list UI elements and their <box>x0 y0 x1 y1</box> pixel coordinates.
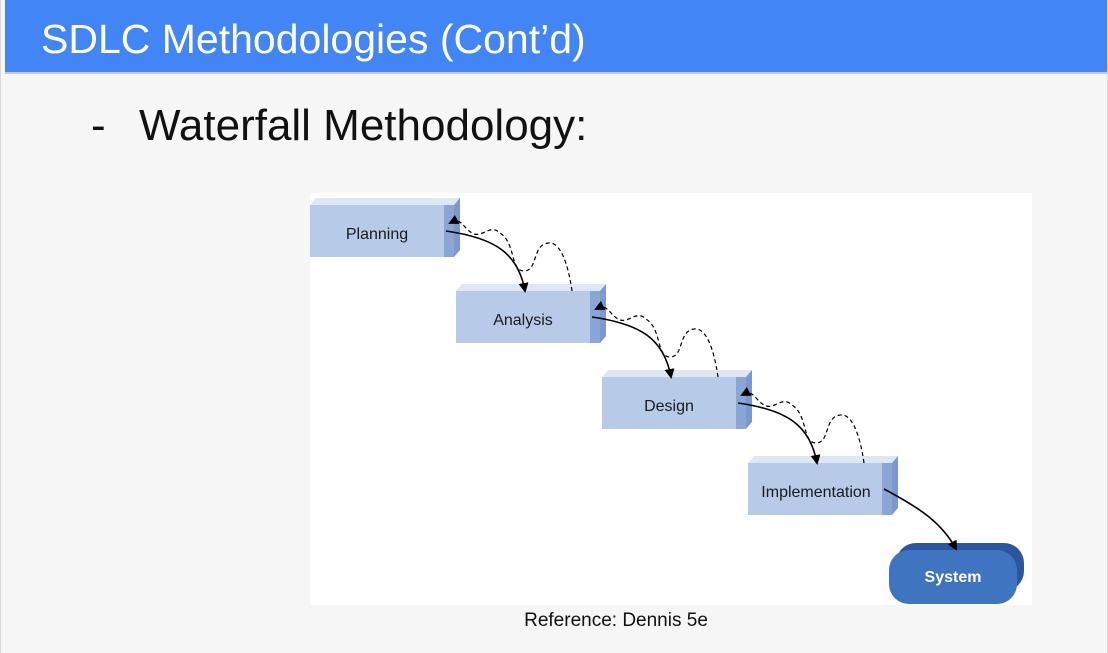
system-label: System <box>924 569 982 586</box>
stage-label-design: Design <box>644 398 694 415</box>
stage-box-analysis <box>456 284 606 343</box>
flow-arrow-planning-analysis <box>445 230 529 293</box>
slide-title: SDLC Methodologies (Cont’d) <box>41 16 586 62</box>
stage-box-planning <box>310 198 460 257</box>
title-bar: SDLC Methodologies (Cont’d) <box>5 0 1107 74</box>
stage-label-planning: Planning <box>345 226 409 243</box>
system-output-shape <box>886 543 1030 604</box>
bullet-item: -Waterfall Methodology: <box>91 100 587 152</box>
feedback-arrow-implementation-design <box>740 386 865 464</box>
stage-box-implementation <box>748 456 898 515</box>
bullet-marker: - <box>91 101 106 150</box>
bullet-text: Waterfall Methodology: <box>139 101 588 150</box>
stage-label-implementation: Implementation <box>761 484 871 501</box>
stage-box-design <box>602 370 752 429</box>
flow-arrow-design-implementation <box>737 402 821 465</box>
feedback-arrow-design-analysis <box>594 300 719 378</box>
feedback-arrow-analysis-planning <box>448 214 573 292</box>
stage-label-analysis: Analysis <box>493 312 553 329</box>
flow-arrow-implementation-system <box>883 488 957 551</box>
reference-caption: Reference: Dennis 5e <box>524 610 708 631</box>
waterfall-diagram: Planning Analysis Design Implementation … <box>310 193 1032 605</box>
waterfall-diagram-graphic <box>310 198 1030 604</box>
flow-arrow-analysis-design <box>591 316 675 379</box>
